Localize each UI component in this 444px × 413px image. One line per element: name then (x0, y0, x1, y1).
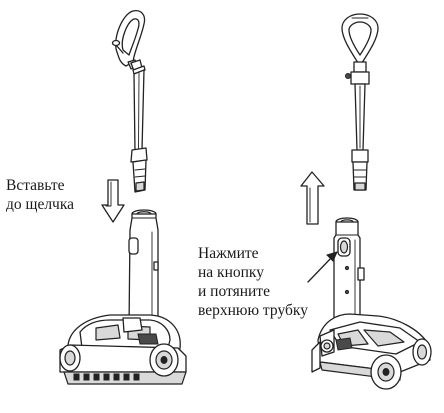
caption-release-line-3: и потяните (198, 283, 270, 300)
handle-grip-right (341, 13, 379, 85)
arrow-down-icon (101, 179, 125, 223)
wheel-right-front (370, 354, 402, 390)
release-button (337, 237, 351, 257)
brush-vents-left (73, 373, 140, 381)
wheel-left-front (149, 343, 179, 377)
caption-release-line-4: верхнюю трубку (198, 302, 308, 319)
upper-tube-right (351, 83, 369, 191)
handle-grip-left (111, 10, 146, 72)
caption-release-line-1: Нажмите (198, 245, 259, 262)
floor-head-right (311, 313, 432, 390)
floor-head-left (59, 314, 187, 385)
pointer-arrow-icon (307, 251, 338, 283)
upper-tube-left (130, 65, 148, 193)
caption-insert: Вставьте до щелчка (6, 176, 74, 214)
caption-release-line-2: на кнопку (198, 264, 264, 281)
caption-release: Нажмите на кнопку и потяните верхнюю тру… (198, 244, 308, 320)
arrow-up-icon (300, 171, 325, 225)
caption-insert-line-2: до щелчка (6, 196, 75, 213)
wheel-left-rear (59, 344, 81, 372)
wheel-right-rear (412, 338, 432, 366)
caption-insert-line-1: Вставьте (6, 177, 65, 194)
